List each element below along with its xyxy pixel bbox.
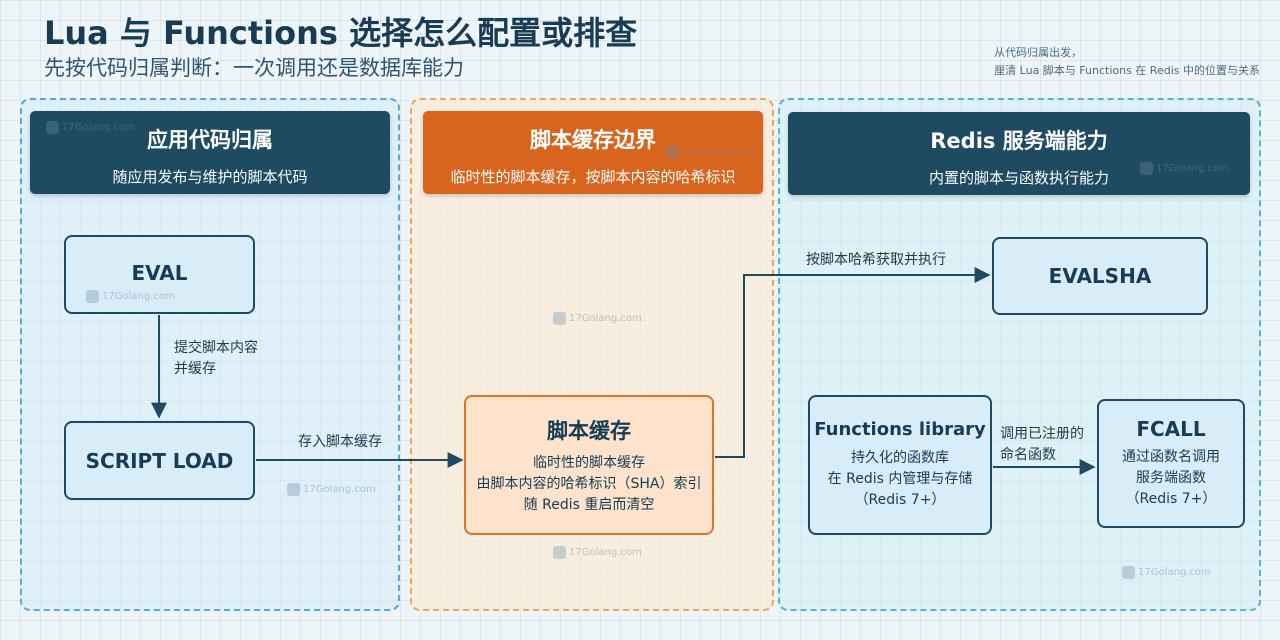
header-cache-subtitle: 临时性的脚本缓存，按脚本内容的哈希标识	[450, 168, 736, 186]
watermark-icon	[287, 483, 300, 496]
header-app-code: 应用代码归属 随应用发布与维护的脚本代码	[30, 111, 390, 194]
node-script-cache-line: 临时性的脚本缓存	[533, 454, 645, 471]
watermark-icon	[553, 312, 566, 325]
edge-label-call: 调用已注册的 命名函数	[1000, 424, 1084, 466]
node-functions-library-line: （Redis 7+）	[854, 492, 946, 508]
node-script-cache-line: 由脚本内容的哈希标识（SHA）索引	[476, 475, 702, 492]
watermark: 17Golang.com	[1140, 162, 1229, 175]
node-script-load-title: SCRIPT LOAD	[85, 448, 234, 473]
watermark-icon	[553, 546, 566, 559]
watermark-text: 17Golang.com	[682, 147, 755, 158]
watermark: 17Golang.com	[46, 121, 135, 134]
header-note: 从代码归属出发， 厘清 Lua 脚本与 Functions 在 Redis 中的…	[994, 44, 1260, 80]
watermark: 17Golang.com	[287, 483, 376, 496]
node-functions-library-line: 在 Redis 内管理与存储	[827, 471, 973, 487]
node-fcall-line: 服务端函数	[1136, 470, 1206, 486]
node-script-load: SCRIPT LOAD	[64, 421, 255, 500]
node-evalsha: EVALSHA	[992, 237, 1208, 315]
node-functions-library: Functions library 持久化的函数库 在 Redis 内管理与存储…	[808, 395, 992, 535]
edge-label-call-line-1: 调用已注册的	[1000, 426, 1084, 442]
header-script-cache: 脚本缓存边界 临时性的脚本缓存，按脚本内容的哈希标识	[423, 111, 763, 194]
watermark: 17Golang.com	[553, 546, 642, 559]
node-functions-library-line: 持久化的函数库	[851, 450, 949, 466]
node-functions-library-title: Functions library	[814, 419, 986, 440]
watermark-text: 17Golang.com	[102, 291, 175, 302]
edge-label-submit-line-2: 并缓存	[174, 361, 216, 377]
edge-label-fetch: 按脚本哈希获取并执行	[806, 252, 946, 268]
watermark-icon	[86, 290, 99, 303]
watermark: 17Golang.com	[1122, 566, 1211, 579]
edge-label-submit: 提交脚本内容 并缓存	[174, 338, 258, 380]
watermark-icon	[666, 146, 679, 159]
watermark-text: 17Golang.com	[62, 122, 135, 133]
node-script-cache-line: 随 Redis 重启而清空	[523, 496, 655, 513]
node-fcall-title: FCALL	[1136, 417, 1206, 441]
note-line-2: 厘清 Lua 脚本与 Functions 在 Redis 中的位置与关系	[994, 64, 1260, 77]
node-eval: EVAL	[64, 235, 255, 314]
edge-label-submit-line-1: 提交脚本内容	[174, 340, 258, 356]
page-subtitle: 先按代码归属判断：一次调用还是数据库能力	[44, 56, 464, 80]
node-fcall-line: 通过函数名调用	[1122, 449, 1220, 465]
arrow-cache-to-evalsha	[715, 267, 991, 458]
watermark-text: 17Golang.com	[303, 484, 376, 495]
watermark: 17Golang.com	[666, 146, 755, 159]
header-redis-server: Redis 服务端能力 内置的脚本与函数执行能力	[788, 112, 1250, 195]
header-server-subtitle: 内置的脚本与函数执行能力	[928, 169, 1109, 187]
header-server-title: Redis 服务端能力	[930, 129, 1108, 153]
node-fcall: FCALL 通过函数名调用 服务端函数 （Redis 7+）	[1097, 399, 1245, 528]
watermark-text: 17Golang.com	[1138, 567, 1211, 578]
node-script-cache: 脚本缓存 临时性的脚本缓存 由脚本内容的哈希标识（SHA）索引 随 Redis …	[464, 395, 714, 535]
header-app-subtitle: 随应用发布与维护的脚本代码	[112, 168, 308, 186]
node-script-cache-title: 脚本缓存	[547, 418, 631, 443]
watermark-icon	[46, 121, 59, 134]
watermark-icon	[1140, 162, 1153, 175]
header-app-title: 应用代码归属	[147, 128, 273, 152]
watermark-text: 17Golang.com	[1156, 163, 1229, 174]
node-evalsha-title: EVALSHA	[1048, 264, 1152, 288]
watermark-text: 17Golang.com	[569, 547, 642, 558]
edge-label-store: 存入脚本缓存	[298, 434, 382, 450]
watermark: 17Golang.com	[86, 290, 175, 303]
edge-label-call-line-2: 命名函数	[1000, 447, 1056, 463]
page-title: Lua 与 Functions 选择怎么配置或排查	[44, 14, 638, 52]
watermark-icon	[1122, 566, 1135, 579]
node-eval-title: EVAL	[131, 260, 188, 285]
watermark-text: 17Golang.com	[569, 313, 642, 324]
watermark: 17Golang.com	[553, 312, 642, 325]
node-fcall-line: （Redis 7+）	[1125, 491, 1217, 507]
header-cache-title: 脚本缓存边界	[530, 128, 656, 152]
note-line-1: 从代码归属出发，	[994, 46, 1083, 59]
